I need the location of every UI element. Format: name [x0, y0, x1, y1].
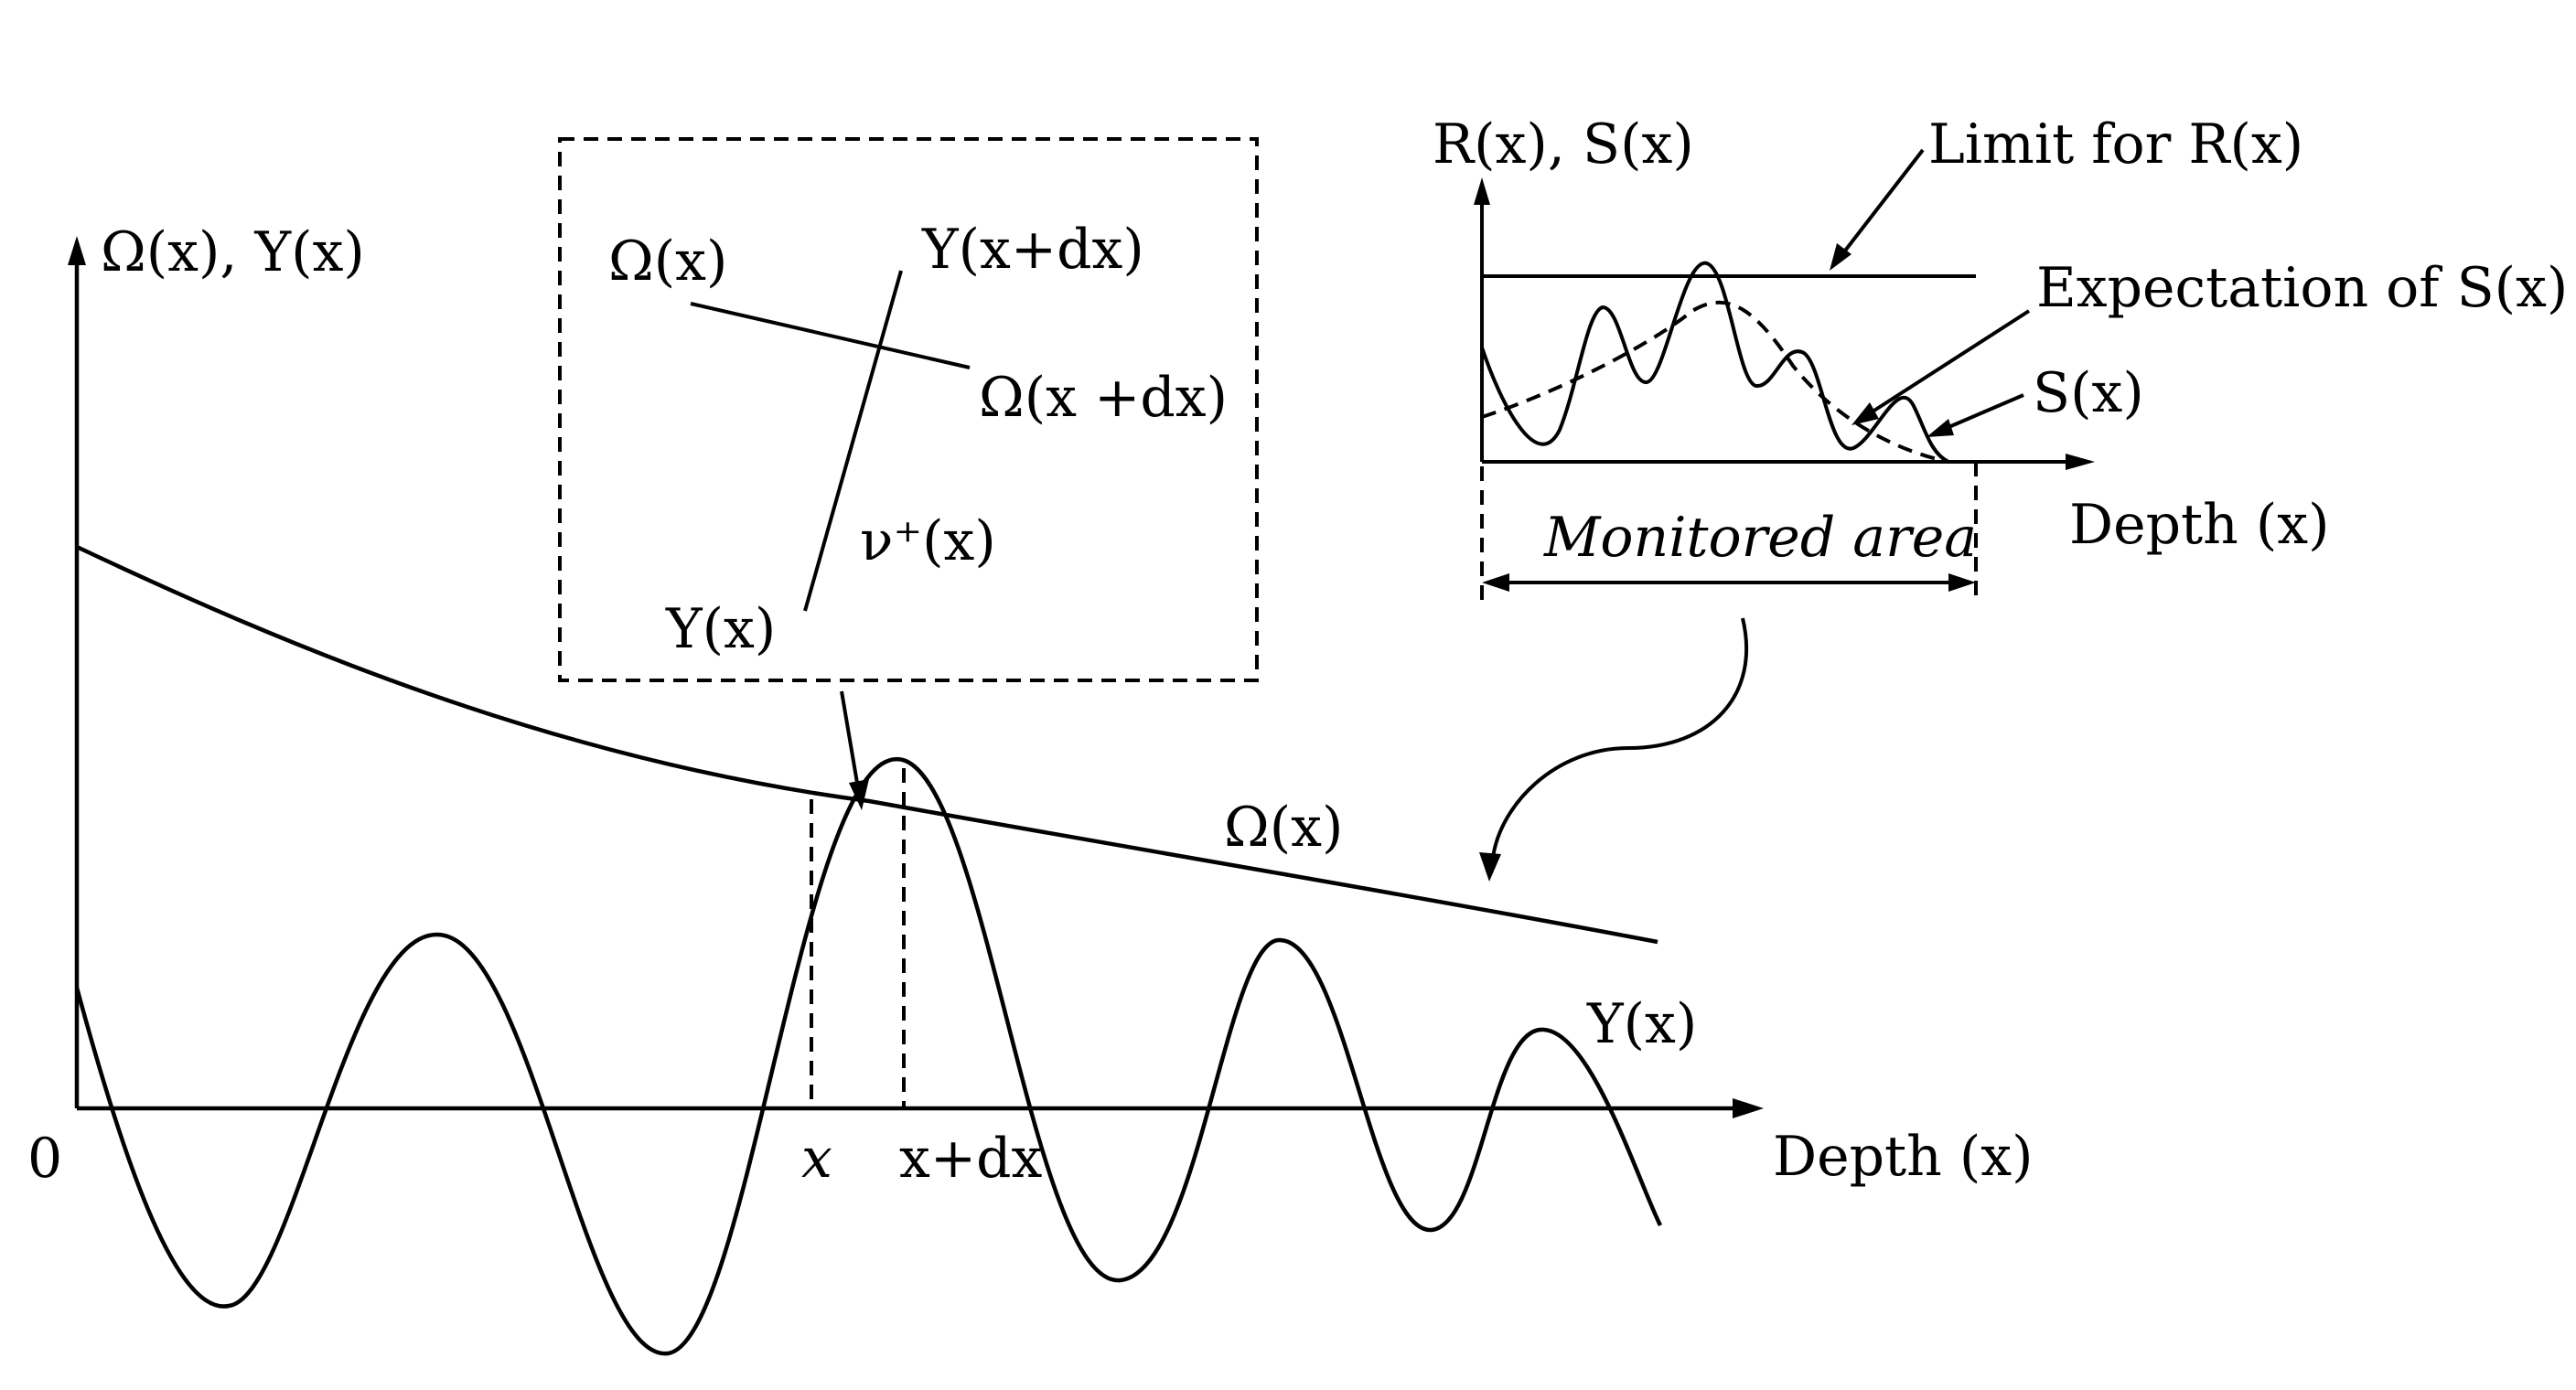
main-plot: Ω(x), Y(x) Depth (x) 0 x x+dx Ω(x) Y(x) — [27, 220, 2034, 1356]
s-pointer-line — [1946, 393, 2024, 430]
limit-label: Limit for R(x) — [1928, 112, 2303, 176]
y-curve — [74, 756, 1663, 1356]
omega-curve — [76, 544, 1658, 945]
main-y-axis-label: Ω(x), Y(x) — [101, 220, 365, 284]
tick-x-dx-label: x+dx — [899, 1127, 1043, 1191]
y-curve-label: Y(x) — [1586, 992, 1697, 1056]
monitored-right-arrow — [1948, 573, 1976, 592]
zoom-crossing-rate-label: ν⁺(x) — [860, 509, 996, 573]
expectation-label: Expectation of S(x) — [2036, 256, 2568, 320]
inset-to-main-connector — [1479, 617, 1749, 882]
zoom-y-segment — [803, 270, 903, 612]
origin-label: 0 — [27, 1127, 62, 1191]
main-y-axis-arrow — [68, 236, 86, 265]
connector-arrowhead — [1479, 852, 1501, 882]
zoom-omega-x-dx-label: Ω(x +dx) — [979, 366, 1228, 430]
inset-x-axis-arrow — [2066, 454, 2095, 470]
connector-curve — [1491, 617, 1749, 859]
limit-pointer-arrowhead — [1830, 243, 1852, 271]
zoom-box: Ω(x) Y(x+dx) Ω(x +dx) ν⁺(x) Y(x) — [558, 137, 1259, 810]
main-x-axis-arrow — [1733, 1098, 1764, 1118]
zoom-omega-segment — [690, 302, 971, 369]
omega-curve-label: Ω(x) — [1224, 796, 1343, 860]
inset-x-axis-label: Depth (x) — [2069, 493, 2330, 557]
monitored-left-arrow — [1482, 573, 1509, 592]
zoom-y-x-label: Y(x) — [665, 597, 776, 661]
s-curve-label: S(x) — [2033, 361, 2144, 425]
inset-y-axis-label: R(x), S(x) — [1433, 112, 1694, 176]
main-x-axis-label: Depth (x) — [1773, 1125, 2034, 1189]
expectation-curve — [1481, 300, 1949, 464]
expectation-pointer-line — [1868, 309, 2031, 415]
zoom-pointer-line — [840, 690, 860, 789]
tick-x-label: x — [801, 1127, 832, 1191]
expectation-pointer-arrowhead — [1852, 402, 1879, 425]
inset-y-axis-arrow — [1474, 177, 1490, 205]
zoom-y-x-dx-label: Y(x+dx) — [921, 218, 1144, 282]
s-pointer-arrowhead — [1927, 419, 1954, 437]
s-curve — [1480, 261, 1950, 464]
monitored-area-label: Monitored area — [1543, 506, 1977, 570]
zoom-omega-x-label: Ω(x) — [608, 230, 727, 294]
inset-plot: R(x), S(x) Limit for R(x) Expectation of… — [1433, 112, 2568, 602]
limit-pointer-line — [1841, 148, 1925, 256]
zoom-pointer-arrowhead — [849, 779, 869, 810]
